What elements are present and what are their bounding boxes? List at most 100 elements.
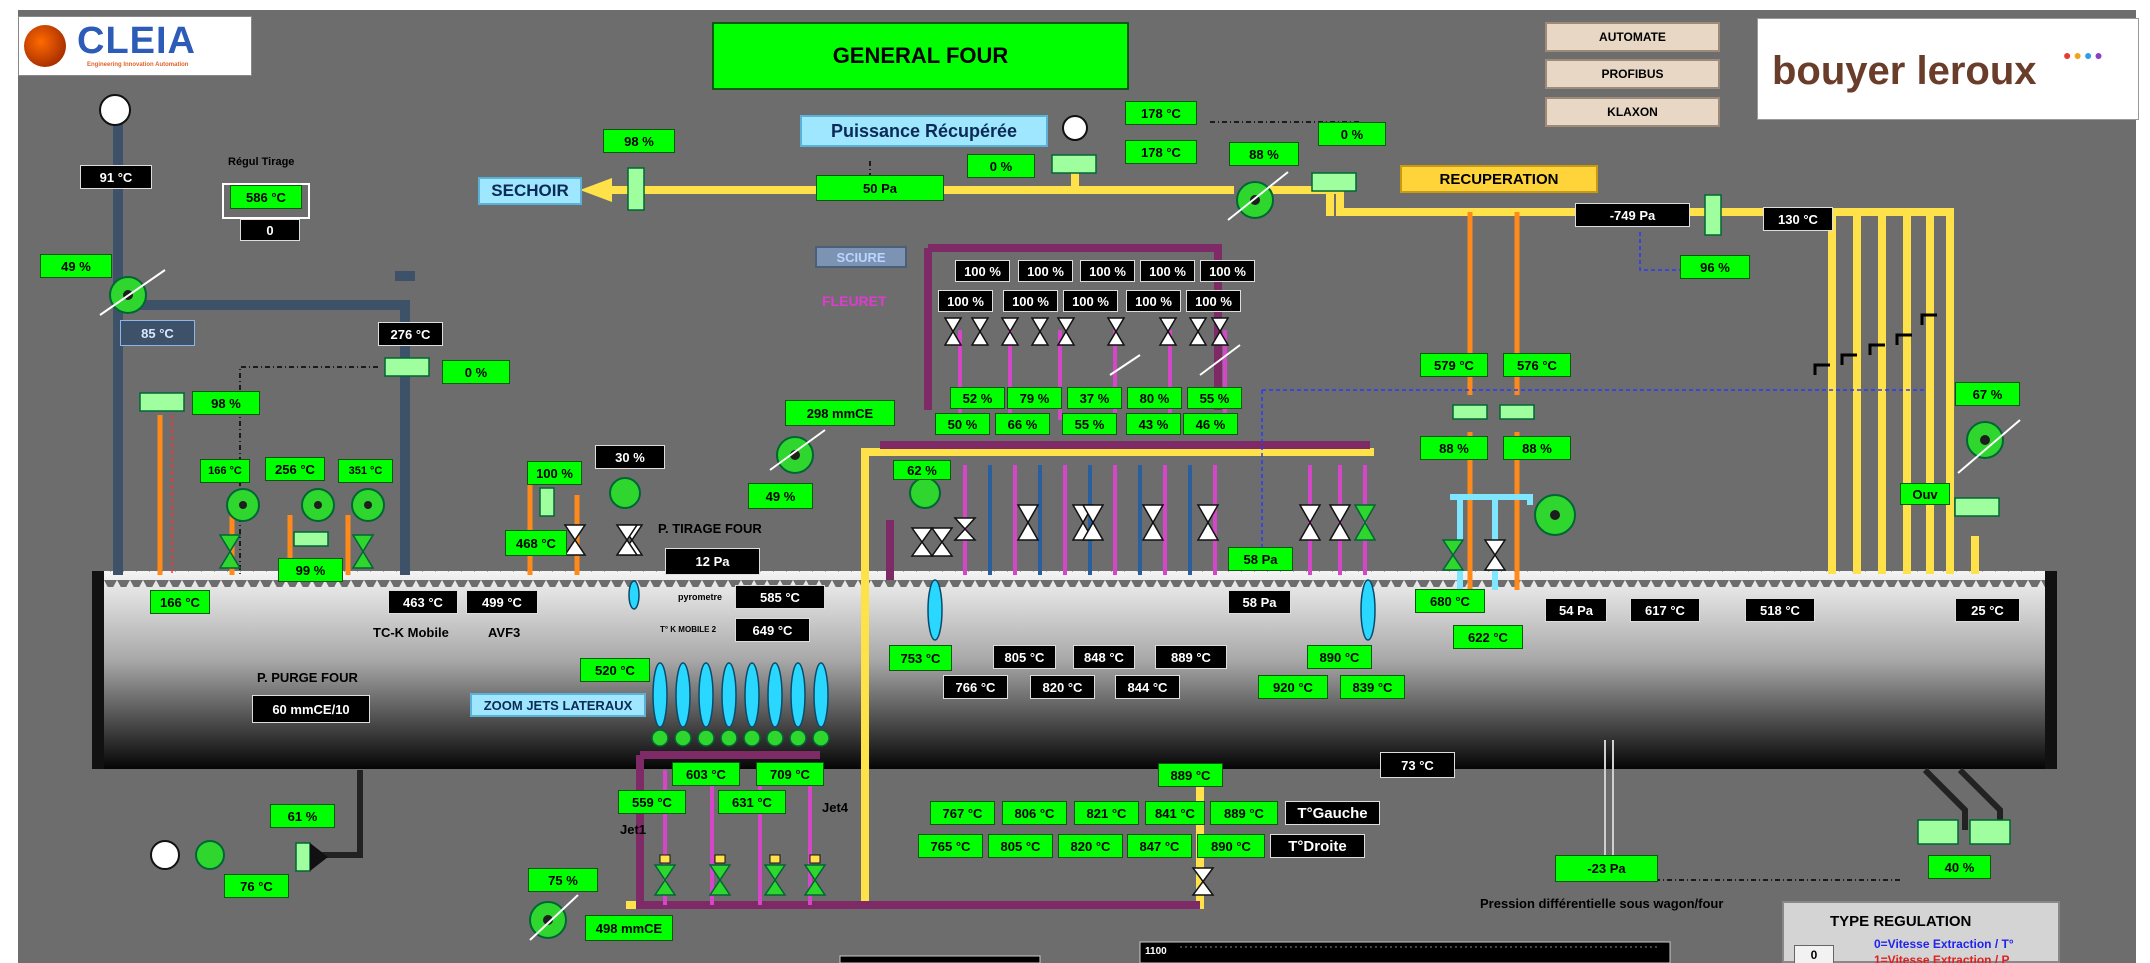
zone-pressure-value: 58 Pa [1228,590,1291,614]
gauche-temp-5-value: 889 °C [1210,801,1278,825]
tirage-temp-value: 91 °C [80,165,152,189]
regul-tirage-label: Régul Tirage [228,156,295,168]
sciure-open-5-value: 100 % [1186,290,1241,312]
recup-damper-value: 0 % [1318,122,1386,146]
jet1-label: Jet1 [620,822,647,837]
jet2-temp-value: 603 °C [672,762,740,786]
p-purge-four-label: P. PURGE FOUR [257,670,358,685]
zone-temp-680-value: 680 °C [1415,589,1485,613]
sciure-valve-4-value: 43 % [1126,413,1181,435]
type-regulation-option-1: 1=Vitesse Extraction / P [1874,953,2010,963]
profibus-button[interactable]: PROFIBUS [1545,59,1720,89]
recup-temp-right-value: 576 °C [1503,353,1571,377]
zone-temp-920-value: 920 °C [1258,675,1328,699]
recup-temp-left-value: 579 °C [1420,353,1488,377]
klaxon-button[interactable]: KLAXON [1545,97,1720,127]
pyrometre-label: pyrometre [678,592,723,602]
type-regulation-panel: TYPE REGULATION 0 0=Vitesse Extraction /… [1782,901,2060,963]
sciure-button[interactable]: SCIURE [815,246,907,268]
regul-tirage-output-value: 0 [240,219,300,241]
fleuret-label: FLEURET [822,293,887,309]
cuisson-temp-2-value: 848 °C [1073,645,1135,669]
sciure-open-1-value: 100 % [938,290,993,312]
sciure-valve-5-value: 46 % [1183,413,1238,435]
automate-button[interactable]: AUTOMATE [1545,22,1720,52]
recuperation-label: RECUPERATION [1400,165,1598,193]
fan-speed-value: 49 % [748,483,813,509]
avf3-value: 499 °C [466,590,538,614]
bottom-fan-speed-value: 75 % [528,868,598,892]
regul-tirage-temp-value: 586 °C [230,185,302,209]
zone-pressure-green-value: 58 Pa [1228,547,1293,571]
bottom-fan-pressure-value: 498 mmCE [585,915,673,941]
zone-temp-890-value: 890 °C [1307,645,1372,669]
zoom-jets-lateraux-button[interactable]: ZOOM JETS LATERAUX [470,693,646,717]
jet4-temp-value: 631 °C [718,790,786,814]
recup-temp-2-value: 178 °C [1125,140,1197,164]
droite-temp-2-value: 805 °C [988,834,1053,858]
cuisson-temp-6-value: 844 °C [1115,675,1180,699]
tirage-damper-value: 0 % [442,360,510,384]
cooling-damper-value: 40 % [1928,855,1991,879]
droite-temp-3-value: 820 °C [1058,834,1123,858]
recup-valve-left-value: 88 % [1420,436,1488,460]
droite-temp-4-value: 847 °C [1127,834,1192,858]
p-tirage-four-value: 12 Pa [665,548,760,575]
jet3-temp-value: 709 °C [756,762,824,786]
recup-valve-right-value: 88 % [1503,436,1571,460]
bouyer-leroux-logo: bouyer leroux ●●●● [1757,18,2139,120]
cleia-tagline: Engineering Innovation Automation [87,62,189,68]
cheminee-damper-value: 96 % [1680,255,1750,279]
tc-k-mobile-label: TC-K Mobile [373,625,449,640]
burner-fan-speed-value: 100 % [527,461,582,485]
jet4-label: Jet4 [822,800,849,815]
p-purge-four-value: 60 mmCE/10 [252,695,370,723]
pyrometre-value: 585 °C [735,585,825,609]
burner-temp-1-value: 166 °C [200,459,250,483]
tirage-damper-2-value: 98 % [192,391,260,415]
type-regulation-option-0: 0=Vitesse Extraction / T° [1874,937,2014,951]
fleuret-open-5-value: 100 % [1200,260,1255,282]
cooling-fan-speed-value: 67 % [1955,382,2020,406]
puissance-damper-value: 0 % [967,154,1035,178]
jet-lateral-temp-value: 753 °C [889,645,952,671]
sciure-valve-3-value: 55 % [1062,413,1117,435]
sechoir-button[interactable]: SECHOIR [478,177,582,205]
puissance-recuperee-button[interactable]: Puissance Récupérée [800,115,1048,147]
tk-mobile2-value: 649 °C [735,618,810,642]
type-regulation-input[interactable]: 0 [1794,945,1834,963]
cuisson-temp-5-value: 820 °C [1030,675,1095,699]
purge-fan-value: 30 % [595,445,665,469]
fleuret-open-3-value: 100 % [1080,260,1135,282]
bouyer-leroux-wordmark: bouyer leroux [1772,49,2037,93]
gauche-temp-4-value: 841 °C [1145,801,1205,825]
jets-temp-value: 520 °C [580,658,650,682]
gauche-temp-2-value: 806 °C [1002,801,1067,825]
fleuret-valve-5-value: 55 % [1187,387,1242,409]
kiln-outlet-temp-value: 25 °C [1955,598,2020,622]
gauche-temp-3-value: 821 °C [1074,801,1139,825]
sechoir-pressure-value: 50 Pa [816,175,944,201]
jet1-temp-value: 559 °C [618,790,686,814]
trend-chart [1139,941,1671,963]
fleuret-valve-3-value: 37 % [1067,387,1122,409]
t-droite-label: T°Droite [1270,834,1365,858]
recup-temp-1-value: 178 °C [1125,101,1197,125]
tirage-collector-temp-value: 276 °C [378,322,443,346]
fleuret-open-1-value: 100 % [955,260,1010,282]
tirage-fan-speed-value: 49 % [40,254,112,278]
cleia-mark-icon [24,25,66,67]
cuisson-temp-3-value: 889 °C [1155,645,1227,669]
tc-k-mobile-value: 463 °C [388,590,458,614]
trend-y-label: 1100 [1145,946,1167,957]
fan-pressure-value: 298 mmCE [785,400,895,426]
gauche-temp-1-value: 767 °C [930,801,995,825]
zone-temp-518-value: 518 °C [1745,598,1815,622]
burner-valve-value: 99 % [278,558,343,582]
mobile-temp-value: 889 °C [1158,763,1223,787]
sciure-valve-1-value: 50 % [935,413,990,435]
zone-temp-839-value: 839 °C [1340,675,1405,699]
droite-temp-1-value: 765 °C [918,834,983,858]
